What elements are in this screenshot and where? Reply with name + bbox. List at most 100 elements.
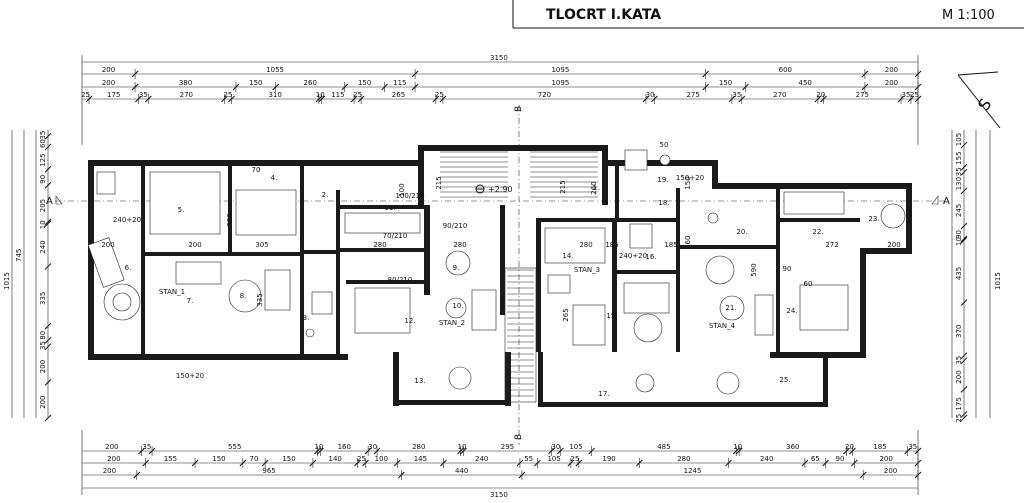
opening-label-7: 150+20 [676,174,704,182]
dim-bottom-row2-14: 280 [677,455,690,463]
dim-right-chain-7: 435 [955,267,963,280]
bed-room22 [783,191,845,215]
room-label-21: 21. [725,304,736,312]
room-label-5: 5. [178,206,185,214]
drawing-title: TLOCRT I.KATA [546,7,661,23]
section-b-bottom: B [514,434,524,440]
dim-top-row3-8: 25 [353,91,362,99]
dim-top-row3-2: 35 [139,91,148,99]
dim-bottom-row2-13: 190 [602,455,615,463]
room-label-15: 15. [606,312,617,320]
section-a-left: A [46,196,53,207]
dim-bottom-row2-17: 90 [836,455,845,463]
dim-bottom-row1-7: 10 [458,443,467,451]
dim-top-row2-2: 150 [249,79,262,87]
inner-dim-12: 335 [256,293,264,306]
dim-top-row2-8: 450 [799,79,812,87]
dim-top-row2-4: 150 [358,79,371,87]
opening-label-1: 150+20 [176,372,204,380]
dim-right-chain-10: 200 [955,370,963,383]
dim-right-chain-11: 175 [955,397,963,410]
inner-dim-9: 272 [825,241,838,249]
dim-left-chain-1: 60 [39,139,47,148]
dining-table-15 [633,313,663,343]
bath-room16 [629,223,653,249]
dim-top-row3-19: 25 [910,91,919,99]
sofa-stan4 [754,294,774,336]
inner-dim-10: 590 [750,263,758,276]
room-label-23: 23. [868,215,879,223]
dim-bottom-row3-0: 200 [103,467,116,475]
dim-top-row3-4: 25 [223,91,232,99]
washer [547,274,571,294]
dim-bottom-row2-18: 200 [879,455,892,463]
dim-bottom-row3-1: 965 [262,467,275,475]
dim-top-row1-4: 200 [885,66,898,74]
table-room21 [719,295,745,321]
opening-label-5: 90/210 [443,222,468,230]
dim-bottom-row2-11: 105 [547,455,560,463]
dim-bottom-row1-4: 160 [338,443,351,451]
room-label-10: 10. [452,302,463,310]
north-arrow-label: S [974,95,995,114]
bed-room24 [799,284,849,331]
dim-bottom-row1-13: 360 [786,443,799,451]
room-label-24: 24. [786,307,797,315]
dim-top-row2-6: 1095 [551,79,569,87]
table-room23 [880,203,906,229]
dim-bottom-row1-14: 20 [845,443,854,451]
sofa-stan2 [471,289,497,331]
dim-top-row3-16: 20 [816,91,825,99]
dim-top-row1-0: 200 [102,66,115,74]
kitchen-unit-11 [344,212,421,234]
room-label-9: 9. [453,264,460,272]
room-label-18: 18. [658,199,669,207]
dim-bottom-row1-1: 35 [142,443,151,451]
dim-top-row3-17: 275 [856,91,869,99]
inner-dim-23: 70 [252,166,261,174]
inner-dim-11: 330 [226,213,234,226]
dim-bottom-row1-12: 10 [733,443,742,451]
dim-bottom-total: 3150 [490,491,508,499]
inner-dim-6: 200 [101,241,114,249]
furniture [87,149,906,395]
inner-dim-18: 50 [660,141,669,149]
dim-bottom-row2-1: 155 [164,455,177,463]
room-label-19: 19. [657,176,668,184]
furniture-cabinet [96,171,116,195]
room-label-4: 4. [271,174,278,182]
inner-dim-15: 90 [783,265,792,273]
dim-bottom-row1-15: 185 [873,443,886,451]
apartment-label-2: STAN_2 [439,319,465,327]
dim-bottom-row1-3: 10 [314,443,323,451]
opening-label-2: 100/210 [395,192,424,200]
inner-dim-5: 305 [255,241,268,249]
balcony-table-25 [716,371,740,395]
toilet-20 [707,212,719,224]
section-a-right: A [943,196,950,207]
dim-top-row3-3: 270 [180,91,193,99]
dim-bottom-row1-2: 555 [228,443,241,451]
dim-bottom-row2-7: 100 [375,455,388,463]
dim-bottom-row2-15: 240 [760,455,773,463]
dim-left-chain-8: 80 [39,331,47,340]
dim-right-total: 1015 [994,272,1002,290]
dim-bottom-row1-0: 200 [105,443,118,451]
drawing-scale: M 1:100 [942,8,995,23]
inner-dim-8: 200 [887,241,900,249]
inner-dim-7: 200 [188,241,201,249]
dim-bottom-row2-0: 200 [107,455,120,463]
dim-left-chain-10: 200 [39,360,47,373]
room-label-7: 7. [187,297,194,305]
inner-dim-1: 280 [453,241,466,249]
elevation-label: +2.90 [488,185,513,194]
inner-dim-2: 280 [579,241,592,249]
